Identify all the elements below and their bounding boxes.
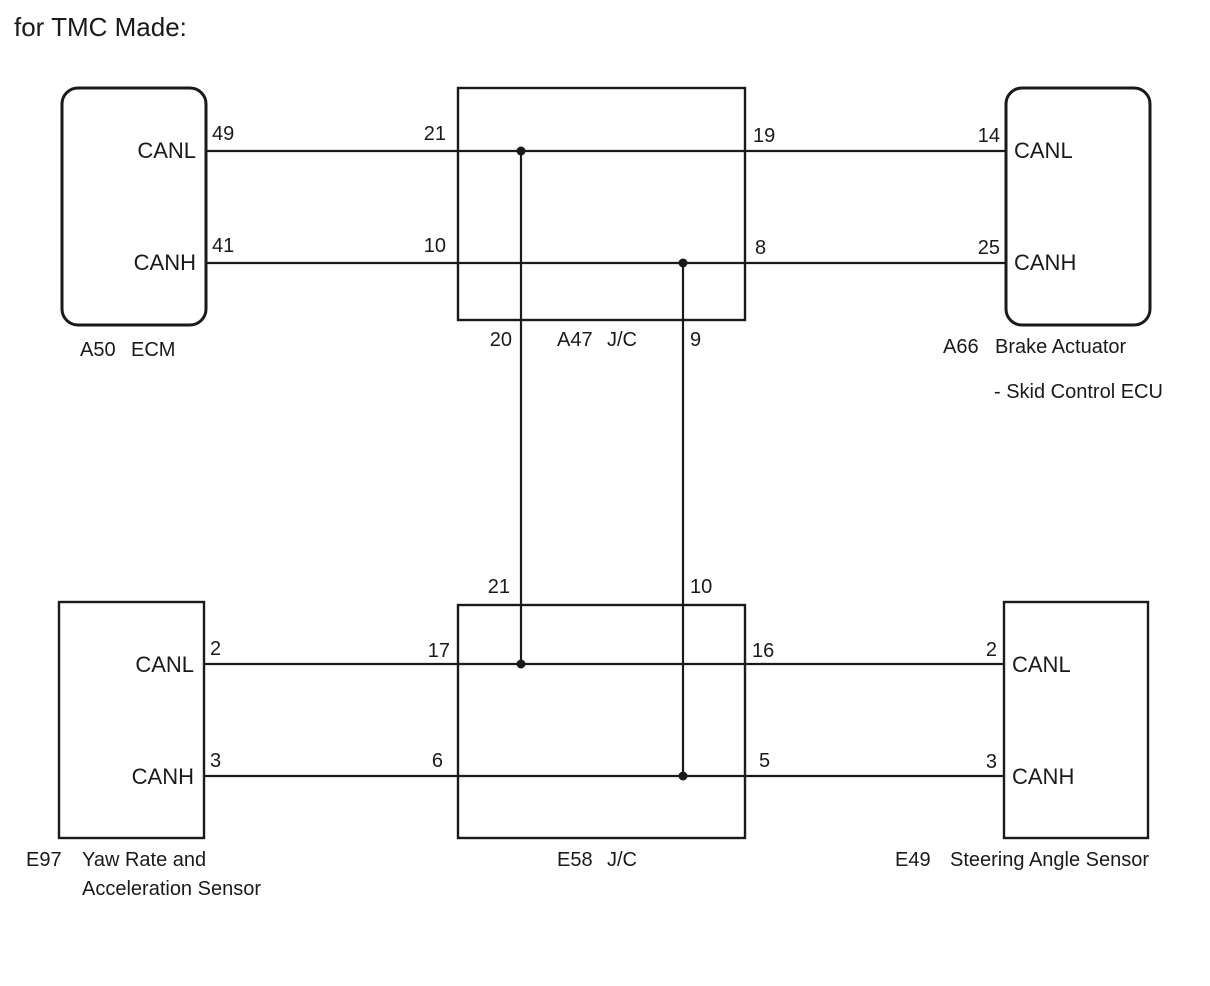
pin-number: 49 bbox=[212, 123, 234, 145]
brake-name: Brake Actuator bbox=[995, 336, 1127, 358]
pin-number: 5 bbox=[759, 750, 770, 772]
ecm-canh-label: CANH bbox=[134, 250, 196, 275]
steer-name: Steering Angle Sensor bbox=[950, 849, 1149, 871]
ecm-box bbox=[60, 86, 208, 327]
splice-dot bbox=[678, 258, 688, 268]
a47-connector-code: A47 bbox=[557, 329, 593, 351]
yaw-canh-label: CANH bbox=[132, 764, 194, 789]
pin-number: 20 bbox=[490, 329, 512, 351]
pin-number: 14 bbox=[978, 125, 1000, 147]
pin-number: 21 bbox=[488, 576, 510, 598]
a47-jc-box bbox=[456, 86, 747, 322]
pin-number: 9 bbox=[690, 329, 701, 351]
e58-jc-box bbox=[456, 603, 747, 840]
pin-number: 3 bbox=[210, 750, 221, 772]
ecm-canl-label: CANL bbox=[137, 138, 196, 163]
pin-number: 8 bbox=[755, 237, 766, 259]
yaw-name-line2: Acceleration Sensor bbox=[82, 878, 261, 900]
brake-canl-label: CANL bbox=[1014, 138, 1073, 163]
yaw-canl-label: CANL bbox=[135, 652, 194, 677]
pin-number: 2 bbox=[210, 638, 221, 660]
yaw-connector-code: E97 bbox=[26, 849, 62, 871]
brake-connector-code: A66 bbox=[943, 336, 979, 358]
pin-number: 41 bbox=[212, 235, 234, 257]
steer-connector-code: E49 bbox=[895, 849, 931, 871]
brake-actuator-box bbox=[1004, 86, 1152, 327]
splice-dot bbox=[516, 659, 526, 669]
pin-number: 10 bbox=[690, 576, 712, 598]
pin-number: 10 bbox=[424, 235, 446, 257]
pin-number: 6 bbox=[432, 750, 443, 772]
yaw-name: Yaw Rate and bbox=[82, 849, 206, 871]
e58-connector-code: E58 bbox=[557, 849, 593, 871]
yaw-rate-sensor-box bbox=[57, 600, 206, 840]
pin-number: 19 bbox=[753, 125, 775, 147]
pin-number: 17 bbox=[428, 640, 450, 662]
ecm-name: ECM bbox=[131, 339, 175, 361]
ecm-connector-code: A50 bbox=[80, 339, 116, 361]
steer-canl-label: CANL bbox=[1012, 652, 1071, 677]
diagram-title: for TMC Made: bbox=[14, 12, 187, 42]
pin-number: 2 bbox=[986, 639, 997, 661]
pin-number: 21 bbox=[424, 123, 446, 145]
pin-number: 3 bbox=[986, 751, 997, 773]
a47-name: J/C bbox=[607, 329, 637, 351]
brake-canh-label: CANH bbox=[1014, 250, 1076, 275]
pin-number: 25 bbox=[978, 237, 1000, 259]
steer-canh-label: CANH bbox=[1012, 764, 1074, 789]
pin-number: 16 bbox=[752, 640, 774, 662]
splice-dot bbox=[678, 771, 688, 781]
e58-name: J/C bbox=[607, 849, 637, 871]
splice-dot bbox=[516, 146, 526, 156]
brake-name-line2: - Skid Control ECU bbox=[994, 381, 1163, 403]
steering-angle-sensor-box bbox=[1002, 600, 1150, 840]
